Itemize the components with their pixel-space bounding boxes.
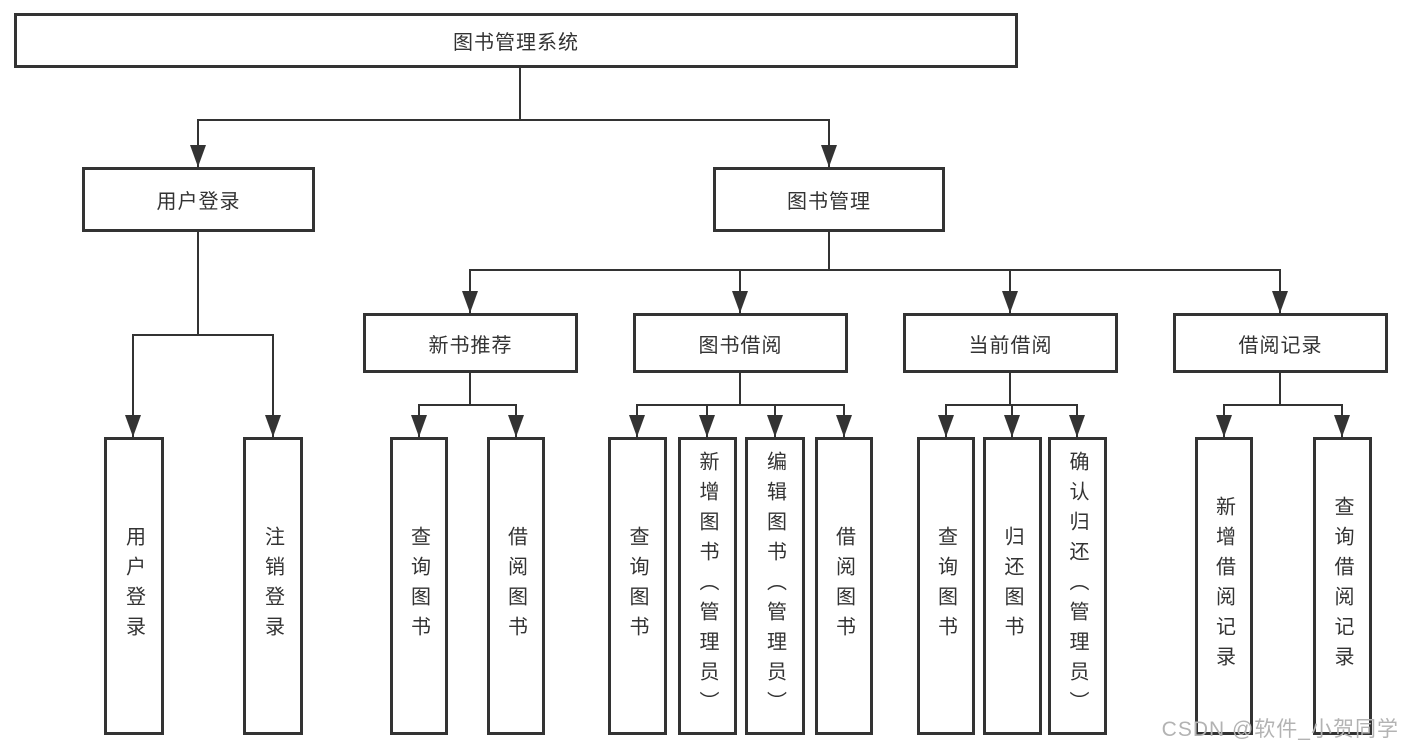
connector-line	[739, 373, 741, 405]
leaf-logout: 注销登录	[243, 437, 303, 735]
connector-line	[828, 232, 830, 270]
node-label: 新书推荐	[428, 334, 513, 357]
connector-line	[197, 232, 199, 335]
arrowhead-down-icon	[938, 415, 954, 437]
node-label: 编辑图书（管理员）	[763, 451, 786, 721]
arrowhead-down-icon	[1069, 415, 1085, 437]
node-book-borrowing: 图书借阅	[633, 313, 848, 373]
node-label: 确认归还（管理员）	[1066, 451, 1088, 721]
arrowhead-down-icon	[629, 415, 645, 437]
connector-line	[1279, 373, 1281, 405]
arrowhead-down-icon	[1334, 415, 1350, 437]
leaf-query-books-current: 查询图书	[917, 437, 975, 735]
connector-line	[519, 68, 521, 120]
node-label: 查询借阅记录	[1331, 496, 1353, 676]
connector-line	[197, 119, 199, 167]
arrowhead-down-icon	[190, 145, 206, 167]
node-label: 图书管理	[787, 191, 871, 213]
node-label: 图书借阅	[698, 334, 783, 357]
leaf-add-books-admin: 新增图书（管理员）	[678, 437, 737, 735]
node-label: 归还图书	[1001, 526, 1023, 646]
arrowhead-down-icon	[699, 415, 715, 437]
node-book-management: 图书管理	[713, 167, 945, 232]
node-label: 用户登录	[156, 191, 241, 213]
leaf-borrow-books: 借阅图书	[815, 437, 873, 735]
connector-line	[637, 404, 844, 406]
leaf-query-borrow-record: 查询借阅记录	[1313, 437, 1372, 735]
arrowhead-down-icon	[1272, 291, 1288, 313]
leaf-add-borrow-record: 新增借阅记录	[1195, 437, 1253, 735]
arrowhead-down-icon	[125, 415, 141, 437]
arrowhead-down-icon	[732, 291, 748, 313]
arrowhead-down-icon	[1216, 415, 1232, 437]
connector-line	[132, 334, 134, 437]
node-label: 查询图书	[407, 526, 430, 646]
connector-line	[272, 334, 274, 437]
connector-line	[1224, 404, 1342, 406]
arrowhead-down-icon	[821, 145, 837, 167]
arrowhead-down-icon	[1002, 291, 1018, 313]
leaf-return-books: 归还图书	[983, 437, 1042, 735]
node-label: 查询图书	[934, 526, 957, 646]
connector-line	[470, 269, 1280, 271]
connector-line	[419, 404, 516, 406]
leaf-borrow-books-recommend: 借阅图书	[487, 437, 545, 735]
node-root: 图书管理系统	[14, 13, 1018, 68]
node-label: 借阅图书	[504, 526, 527, 646]
connector-line	[828, 119, 830, 167]
leaf-user-login: 用户登录	[104, 437, 164, 735]
leaf-query-books-recommend: 查询图书	[390, 437, 448, 735]
arrowhead-down-icon	[462, 291, 478, 313]
arrowhead-down-icon	[508, 415, 524, 437]
arrowhead-down-icon	[836, 415, 852, 437]
arrowhead-down-icon	[411, 415, 427, 437]
node-new-book-recommend: 新书推荐	[363, 313, 578, 373]
node-borrowing-records: 借阅记录	[1173, 313, 1388, 373]
leaf-query-books-borrowing: 查询图书	[608, 437, 667, 735]
arrowhead-down-icon	[767, 415, 783, 437]
arrowhead-down-icon	[1004, 415, 1020, 437]
leaf-confirm-return-admin: 确认归还（管理员）	[1048, 437, 1107, 735]
node-label: 查询图书	[626, 526, 648, 646]
node-label: 图书管理系统	[453, 32, 579, 54]
connector-line	[469, 373, 471, 405]
node-label: 新增图书（管理员）	[696, 451, 718, 721]
connector-line	[133, 334, 273, 336]
node-label: 注销登录	[261, 526, 284, 646]
node-current-borrowing: 当前借阅	[903, 313, 1118, 373]
node-label: 借阅图书	[832, 526, 855, 646]
leaf-edit-books-admin: 编辑图书（管理员）	[745, 437, 805, 735]
arrowhead-down-icon	[265, 415, 281, 437]
connector-line	[1009, 373, 1011, 405]
node-label: 新增借阅记录	[1212, 496, 1235, 676]
node-label: 当前借阅	[968, 334, 1053, 357]
connector-line	[198, 119, 830, 121]
csdn-watermark: CSDN @软件_小贺同学	[1161, 718, 1399, 741]
node-label: 借阅记录	[1238, 334, 1323, 357]
node-label: 用户登录	[122, 526, 145, 646]
node-user-login: 用户登录	[82, 167, 315, 232]
